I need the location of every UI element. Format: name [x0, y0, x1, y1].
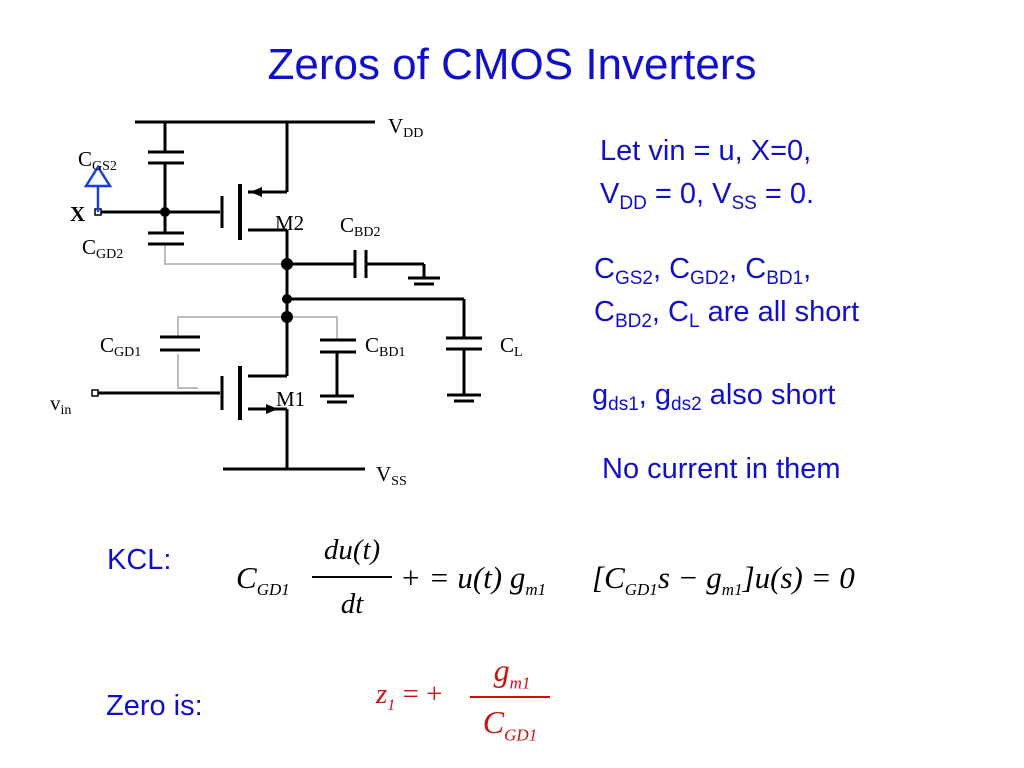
- zero-lhs: z1 = +: [376, 678, 443, 714]
- note-line-1: Let vin = u, X=0,: [600, 135, 812, 167]
- zero-denominator: CGD1: [482, 704, 538, 745]
- eq1-rhs: + = u(t) gm1: [400, 560, 547, 600]
- cl-label: CL: [500, 333, 523, 360]
- circuit-wires: [98, 120, 466, 471]
- cgd1-label: CGD1: [100, 333, 141, 360]
- cgs2-label: CGS2: [78, 147, 117, 174]
- kcl-label: KCL:: [107, 544, 172, 576]
- m1-label: M1: [276, 387, 305, 411]
- cbd1-label: CBD1: [365, 333, 405, 360]
- note-line-5: gds1, gds2 also short: [592, 379, 836, 415]
- cbd2-label: CBD2: [340, 213, 380, 240]
- m2-label: M2: [275, 211, 304, 235]
- zero-numerator: gm1: [493, 652, 531, 693]
- cgd2-label: CGD2: [82, 235, 123, 262]
- slide-title: Zeros of CMOS Inverters: [267, 40, 757, 89]
- note-line-4: CBD2, CL are all short: [594, 296, 860, 332]
- parasitic-wires: [164, 244, 338, 389]
- note-line-6: No current in them: [602, 453, 841, 485]
- note-line-3: CGS2, CGD2, CBD1,: [594, 253, 812, 289]
- zero-label: Zero is:: [106, 690, 203, 722]
- vdd-label: VDD: [388, 114, 423, 141]
- note-line-2: VDD = 0, VSS = 0.: [600, 178, 815, 214]
- x-source-arrow-icon: [83, 164, 113, 212]
- eq2: [CGD1s − gm1]u(s) = 0: [592, 560, 855, 600]
- transistor-m1: [220, 366, 278, 420]
- zero-fraction-bar: [470, 696, 550, 698]
- capacitor-plates: [148, 150, 482, 354]
- eq1-c-term: CGD1: [236, 560, 290, 600]
- transistor-m2: [220, 184, 262, 240]
- vin-terminal: [91, 389, 99, 397]
- eq1-fraction-bar: [312, 576, 392, 578]
- ground-symbols: [320, 276, 481, 404]
- x-label: X: [70, 202, 85, 226]
- eq1-numerator: du(t): [323, 534, 381, 566]
- vss-label: VSS: [376, 462, 407, 489]
- junction-dots: [160, 207, 293, 323]
- eq1-denominator: dt: [340, 588, 364, 620]
- circuit-labels: VDD VSS CGS2 CGD2 CGD1 CBD2 CBD1 CL M2 M…: [50, 114, 523, 489]
- vin-label: vin: [50, 391, 71, 418]
